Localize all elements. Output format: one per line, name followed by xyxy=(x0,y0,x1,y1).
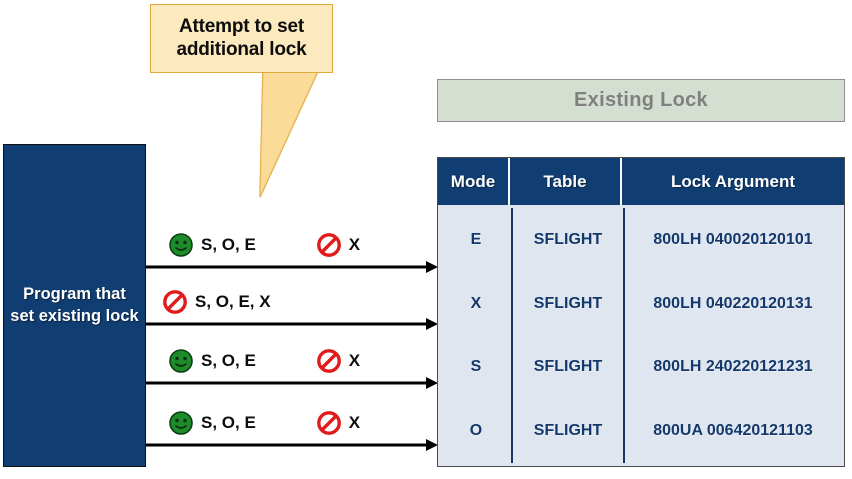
flow-arrow-icon xyxy=(146,318,438,330)
column-header-table: Table xyxy=(508,158,620,205)
table-row: S SFLIGHT 800LH 240220121231 xyxy=(441,335,841,400)
flow-allowed-label: S, O, E xyxy=(201,235,256,254)
cell-mode: O xyxy=(469,422,483,440)
red-prohibition-icon xyxy=(316,410,342,436)
cell-table: SFLIGHT xyxy=(511,335,623,400)
flow-denied-label: X xyxy=(348,413,361,432)
cell-mode: E xyxy=(470,230,482,248)
callout-bubble: Attempt to set additional lock xyxy=(150,4,333,73)
green-smiley-icon xyxy=(168,232,194,258)
flow-arrow-icon xyxy=(146,439,438,451)
callout-text: Attempt to set additional lock xyxy=(176,16,307,60)
lock-table: Mode Table Lock Argument E SFLIGHT 800LH… xyxy=(437,157,845,467)
lock-table-header-row: Mode Table Lock Argument xyxy=(438,158,844,205)
flow-arrow-icon xyxy=(146,261,438,273)
flow-denied-label: X xyxy=(348,235,361,254)
cell-lock-argument: 800LH 040020120101 xyxy=(623,208,841,272)
callout-tail xyxy=(259,66,322,198)
table-row: X SFLIGHT 800LH 040220120131 xyxy=(441,271,841,336)
red-prohibition-icon xyxy=(316,232,342,258)
existing-lock-banner: Existing Lock xyxy=(437,79,845,122)
red-prohibition-icon xyxy=(316,348,342,374)
program-box-label: Program that set existing lock xyxy=(10,285,139,325)
column-header-mode: Mode xyxy=(450,171,496,191)
cell-table: SFLIGHT xyxy=(511,271,623,336)
table-row: O SFLIGHT 800UA 006420121103 xyxy=(441,399,841,463)
flow-denied-label: S, O, E, X xyxy=(195,292,271,311)
flow-labels: S, O, E X xyxy=(168,348,360,374)
flow-allowed-label: S, O, E xyxy=(201,351,256,370)
flow-allowed-label: S, O, E xyxy=(201,413,256,432)
existing-lock-title: Existing Lock xyxy=(574,89,708,111)
table-row: E SFLIGHT 800LH 040020120101 xyxy=(441,208,841,272)
flow-arrow-icon xyxy=(146,377,438,389)
green-smiley-icon xyxy=(168,348,194,374)
lock-table-body: E SFLIGHT 800LH 040020120101 X SFLIGHT 8… xyxy=(438,205,844,466)
cell-mode: S xyxy=(470,358,482,376)
column-header-lock-argument: Lock Argument xyxy=(620,158,844,205)
program-box: Program that set existing lock xyxy=(3,144,146,467)
cell-mode: X xyxy=(470,294,482,312)
flow-denied-label: X xyxy=(348,351,361,370)
flow-labels: S, O, E X xyxy=(168,410,360,436)
cell-lock-argument: 800LH 040220120131 xyxy=(623,271,841,336)
green-smiley-icon xyxy=(168,410,194,436)
flow-labels: S, O, E X xyxy=(168,232,360,258)
cell-table: SFLIGHT xyxy=(511,399,623,463)
red-prohibition-icon xyxy=(162,289,188,315)
cell-table: SFLIGHT xyxy=(511,208,623,272)
cell-lock-argument: 800LH 240220121231 xyxy=(623,335,841,400)
flow-labels: S, O, E, X xyxy=(162,289,271,315)
cell-lock-argument: 800UA 006420121103 xyxy=(623,399,841,463)
